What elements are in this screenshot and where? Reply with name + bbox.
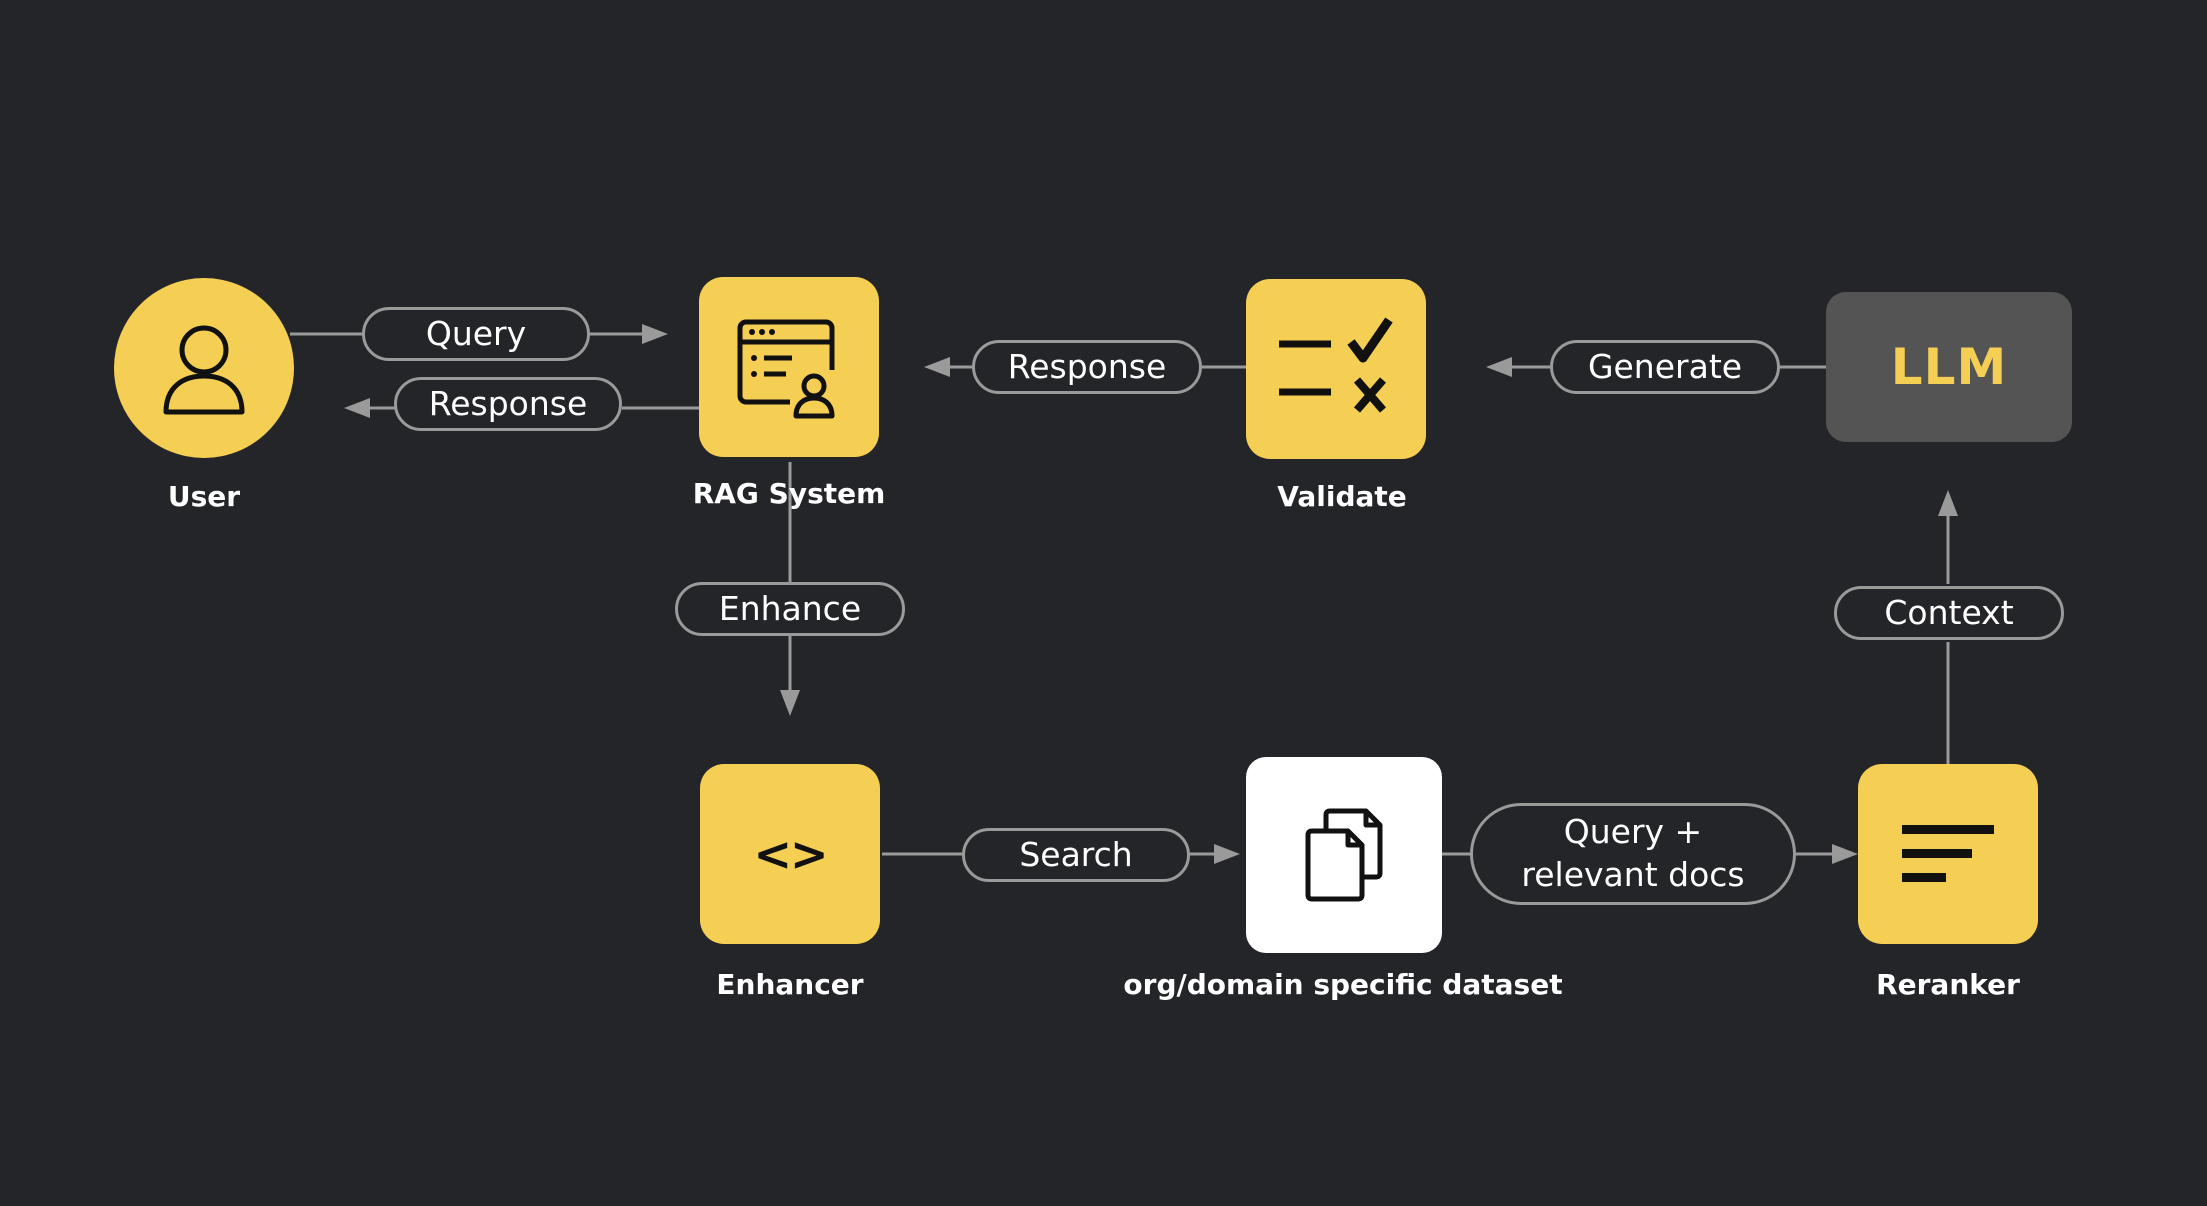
reranker-label: Reranker [1876,968,2020,1001]
edge-generate-text: Generate [1587,346,1743,386]
edge-query-docs-arrowhead [1832,844,1858,864]
edge-generate-arrowhead [1486,357,1512,377]
edge-search-label: Search [962,828,1190,882]
edge-search-text: Search [1019,834,1133,874]
enhancer-label: Enhancer [716,968,864,1001]
user-label: User [167,480,241,513]
enhancer-node: <> [700,764,880,944]
llm-text: LLM [1890,338,2008,396]
edge-enhance-text: Enhance [718,588,862,628]
user-icon [163,325,245,415]
edge-response-validate-label: Response [972,340,1202,394]
edge-context-label: Context [1834,586,2064,640]
llm-node: LLM [1826,292,2072,442]
documents-icon [1305,808,1383,902]
rag-system-label: RAG System [692,477,886,510]
edge-generate-label: Generate [1550,340,1780,394]
edge-query-text: Query [425,313,527,353]
user-node [114,278,294,458]
edge-enhance-label: Enhance [675,582,905,636]
edge-query-arrowhead [642,324,668,344]
edge-query-docs-label: Query + relevant docs [1470,803,1796,905]
edge-response-user-arrowhead [344,398,370,418]
dataset-label: org/domain specific dataset [1123,968,1563,1001]
validate-node [1246,279,1426,459]
edge-enhance-arrowhead [780,690,800,716]
rag-system-node [699,277,879,457]
lines-icon [1902,825,1994,882]
edge-response-user-text: Response [428,383,588,423]
edge-search-arrowhead [1214,844,1240,864]
edge-query-label: Query [362,307,590,361]
edge-response-validate-text: Response [1007,346,1167,386]
reranker-node [1858,764,2038,944]
browser-user-icon [737,319,842,419]
edge-response-validate-arrowhead [924,357,950,377]
check-cross-icon [1279,317,1393,413]
edge-query-docs-text: Query + relevant docs [1521,812,1745,894]
edge-response-user-label: Response [394,377,622,431]
validate-label: Validate [1277,480,1407,513]
edge-context-text: Context [1884,592,2014,632]
dataset-node [1246,757,1442,953]
edge-context-arrowhead [1938,490,1958,516]
code-icon: <> [753,827,828,881]
